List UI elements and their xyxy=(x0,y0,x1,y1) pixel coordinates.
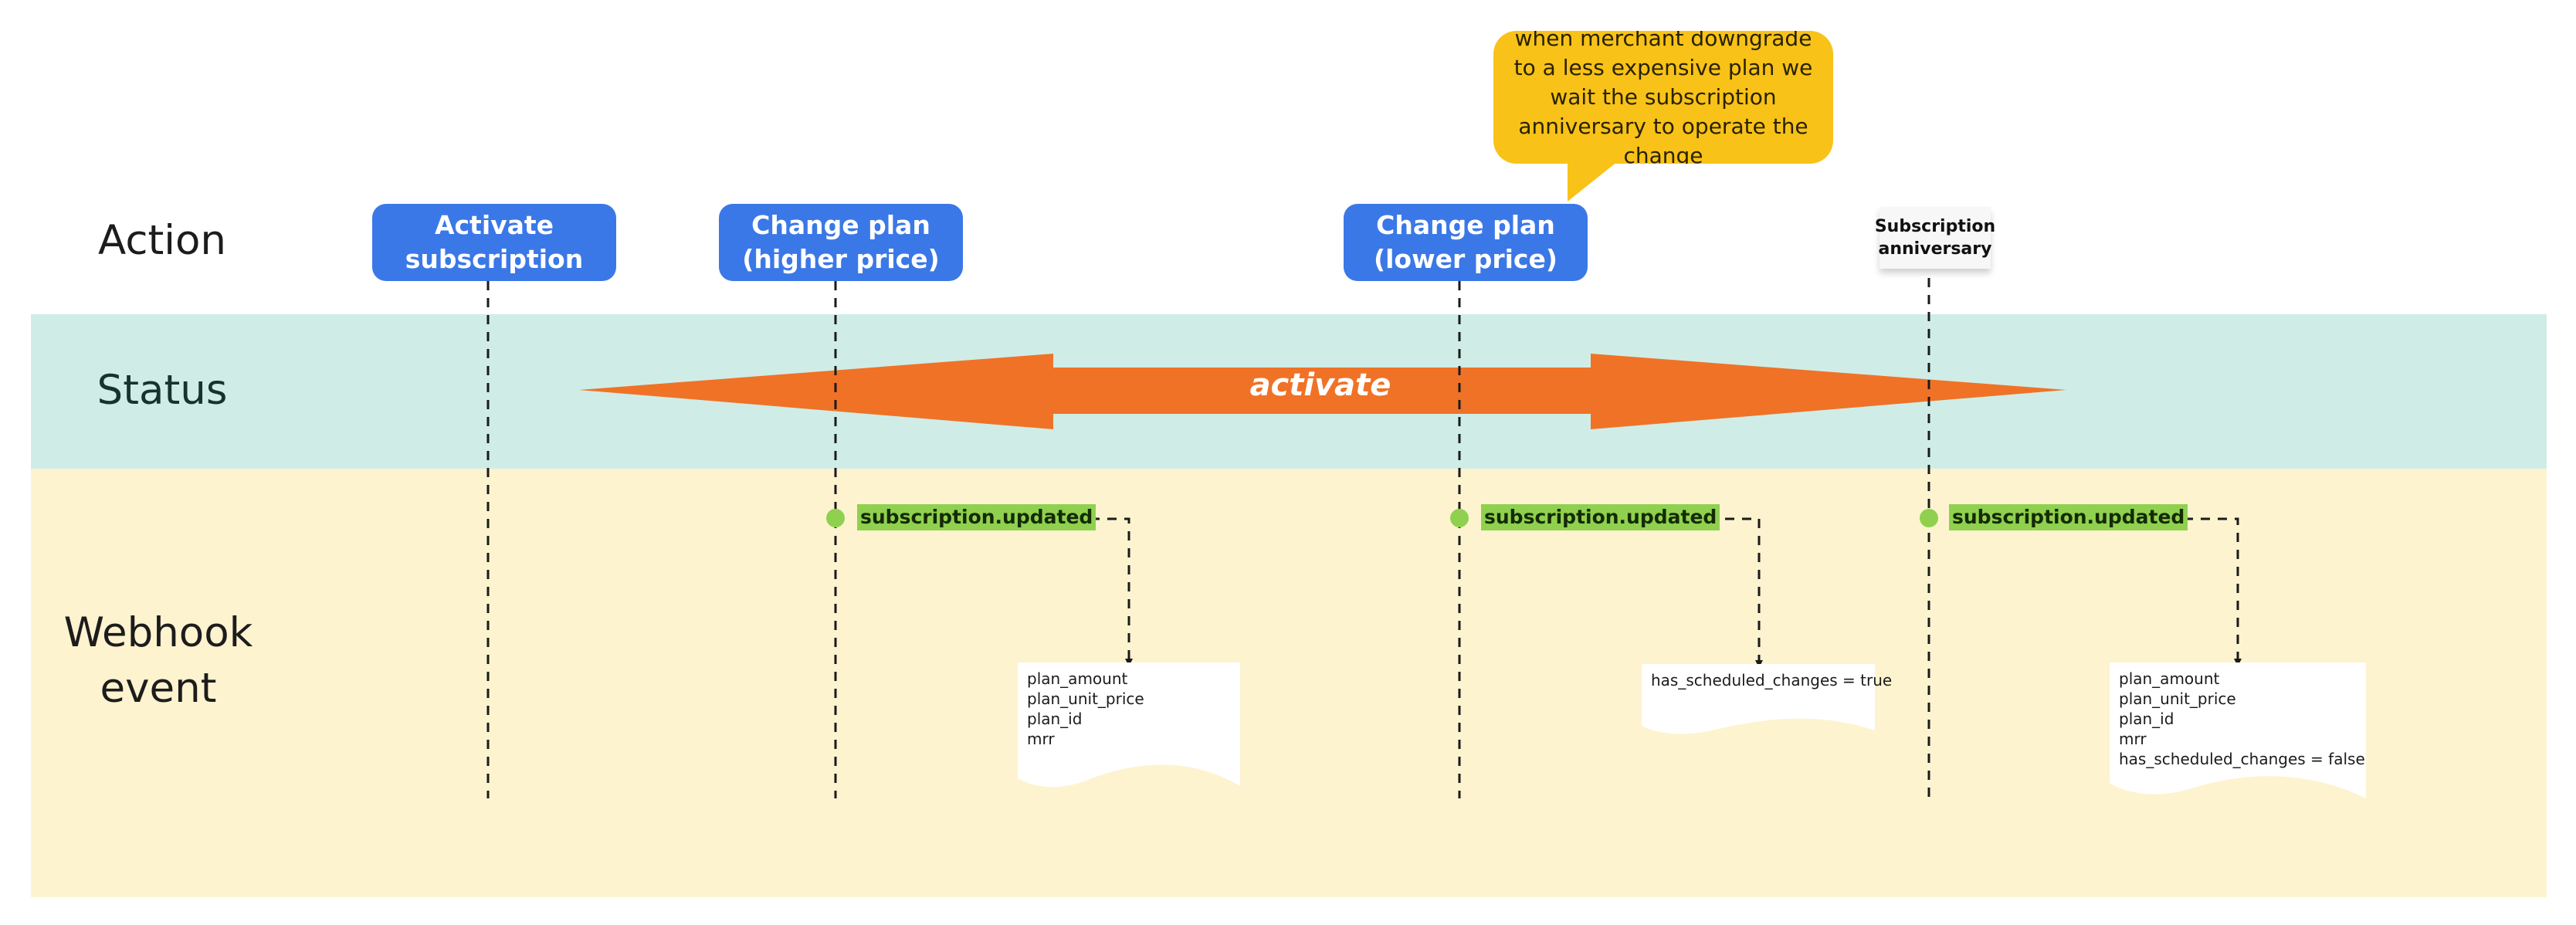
downgrade-note-callout: when merchant downgrade to a less expens… xyxy=(1493,31,1833,164)
event-subscription-updated-1[interactable]: subscription.updated xyxy=(857,504,1096,530)
status-activate-label: activate xyxy=(1249,368,1391,403)
event-dot-2 xyxy=(1450,509,1469,527)
action-subscription-anniversary[interactable]: Subscription anniversary xyxy=(1875,207,1995,269)
connector-event-1 xyxy=(1073,517,1133,666)
row-label-status: Status xyxy=(97,367,228,414)
action-change-plan-lower[interactable]: Change plan (lower price) xyxy=(1344,204,1588,281)
payload-text-1: plan_amount plan_unit_price plan_id mrr xyxy=(1027,669,1144,748)
event-dot-1 xyxy=(826,509,845,527)
payload-document-1: plan_amount plan_unit_price plan_id mrr xyxy=(1018,662,1240,795)
payload-document-3: plan_amount plan_unit_price plan_id mrr … xyxy=(2110,662,2366,801)
action-activate-subscription[interactable]: Activate subscription xyxy=(372,204,616,281)
connector-event-3 xyxy=(2167,517,2242,666)
connector-event-2 xyxy=(1691,517,1763,668)
callout-text: when merchant downgrade to a less expens… xyxy=(1513,31,1813,164)
payload-text-2: has_scheduled_changes = true xyxy=(1651,671,1893,690)
callout-tail xyxy=(1568,158,1622,202)
event-dot-3 xyxy=(1920,509,1938,527)
row-label-action: Action xyxy=(98,217,226,264)
status-double-arrow xyxy=(579,354,2066,429)
event-subscription-updated-3[interactable]: subscription.updated xyxy=(1949,504,2188,530)
event-subscription-updated-2[interactable]: subscription.updated xyxy=(1481,504,1720,530)
payload-text-3: plan_amount plan_unit_price plan_id mrr … xyxy=(2119,669,2365,768)
row-label-webhook: Webhook event xyxy=(63,609,253,712)
payload-document-2: has_scheduled_changes = true xyxy=(1642,664,1892,738)
action-change-plan-higher[interactable]: Change plan (higher price) xyxy=(719,204,963,281)
